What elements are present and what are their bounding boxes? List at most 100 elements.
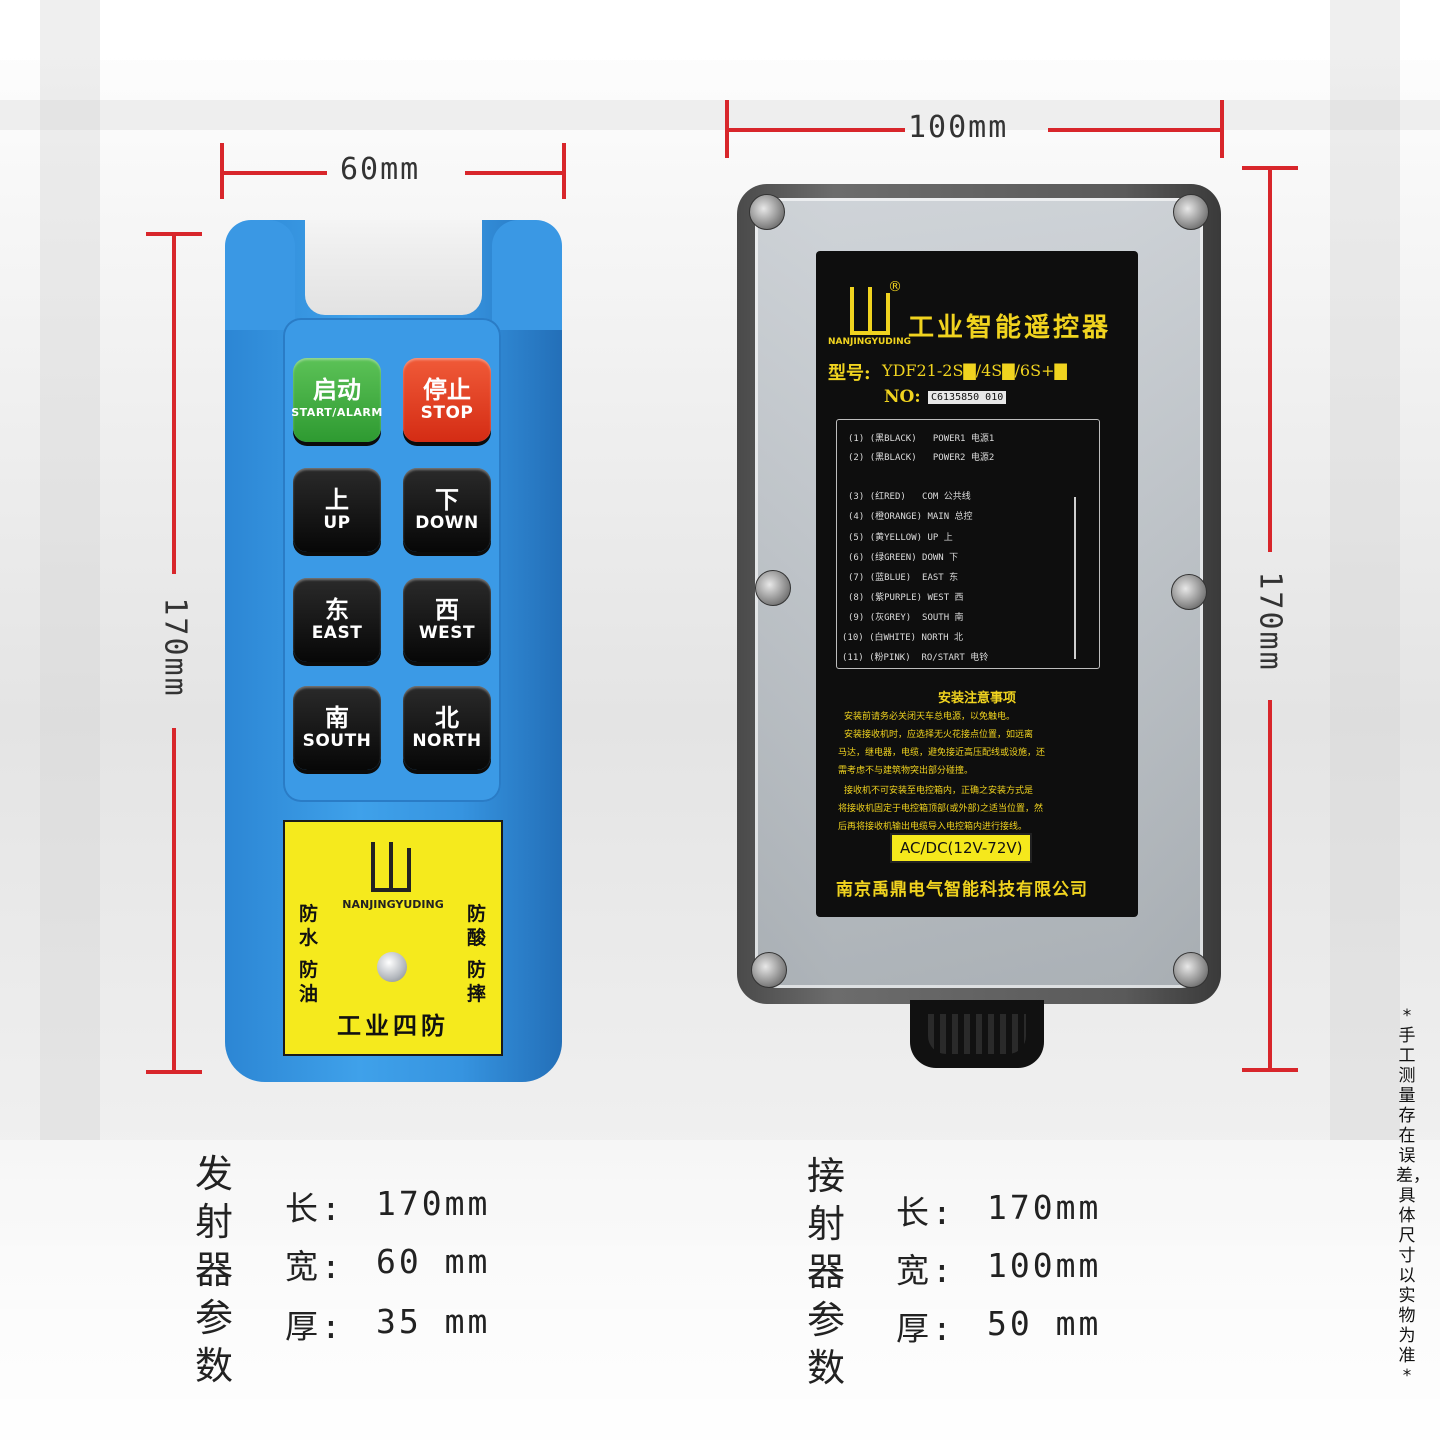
- indicator-led: [377, 952, 407, 982]
- rx-height-tick-bottom: [1242, 1068, 1298, 1072]
- background-band: [0, 0, 1440, 60]
- tx-width-line-right: [465, 171, 565, 175]
- north-button[interactable]: 北 NORTH: [403, 686, 491, 770]
- wiring-row: (5) (黄YELLOW) UP 上: [848, 533, 953, 543]
- tx-height-label: 170mm: [157, 597, 193, 698]
- transmitter-ear-right: [492, 220, 562, 330]
- screw-icon: [1171, 574, 1207, 610]
- background-pillar: [40, 0, 100, 1140]
- button-en-label: NORTH: [412, 731, 482, 751]
- background-pillar: [1330, 0, 1400, 1140]
- tx-height-tick-top: [146, 232, 202, 236]
- wiring-row: (10) (白WHITE) NORTH 北: [842, 633, 963, 643]
- trademark-symbol: ®: [888, 279, 902, 295]
- background-floor: [0, 1140, 1440, 1440]
- notice-line: 接收机不可安装至电控箱内，正确之安装方式是: [844, 786, 1034, 796]
- wiring-row: (7) (蓝BLUE) EAST 东: [848, 573, 959, 583]
- screw-icon: [1173, 952, 1209, 988]
- button-en-label: STOP: [420, 403, 474, 423]
- notice-title: 安装注意事项: [937, 691, 1016, 706]
- company-name: 南京禹鼎电气智能科技有限公司: [836, 880, 1088, 900]
- rx-height-line-bottom: [1268, 700, 1272, 1070]
- rx-spec-thickness-value: 50 mm: [987, 1304, 1102, 1343]
- rx-width-line-right: [1048, 128, 1222, 132]
- tx-height-line-bottom: [172, 728, 176, 1072]
- transmitter-feature-oilproof: 防油: [299, 959, 319, 1005]
- notice-line: 后再将接收机输出电缆导入电控箱内进行接线。: [838, 822, 1028, 832]
- wiring-row: (9) (灰GREY) SOUTH 南: [848, 613, 964, 623]
- button-en-label: EAST: [311, 623, 363, 643]
- button-en-label: UP: [323, 513, 351, 533]
- serial-label: NO:: [884, 387, 921, 407]
- notice-line: 马达，继电器，电缆，避免接近高压配线或设施，还: [838, 748, 1046, 758]
- south-button[interactable]: 南 SOUTH: [293, 686, 381, 770]
- voltage-badge: AC/DC(12V-72V): [890, 833, 1033, 863]
- down-button[interactable]: 下 DOWN: [403, 468, 491, 552]
- button-cn-label: 启动: [313, 376, 361, 404]
- wiring-row: (2) (黑BLACK) POWER2 电源2: [848, 453, 995, 463]
- notice-line: 安装接收机时，应选择无火花接点位置，如远离: [844, 730, 1034, 740]
- measurement-disclaimer: *手工测量存在误差，具体尺寸以实物为准*: [1396, 1006, 1430, 1386]
- rx-width-tick-right: [1220, 100, 1224, 158]
- button-cn-label: 北: [435, 704, 459, 732]
- transmitter-notch: [305, 220, 482, 315]
- button-cn-label: 上: [325, 486, 349, 514]
- transmitter-bottom-text: 工业四防: [337, 1012, 449, 1040]
- receiver-logo-icon: [850, 287, 894, 341]
- tx-spec-width-value: 60 mm: [376, 1242, 491, 1281]
- wiring-row: (1) (黑BLACK) POWER1 电源1: [848, 434, 995, 444]
- rx-spec-width-value: 100mm: [987, 1246, 1102, 1285]
- transmitter-feature-waterproof: 防水: [299, 903, 319, 949]
- button-cn-label: 下: [435, 486, 459, 514]
- wiring-row: (4) (橙ORANGE) MAIN 总控: [848, 512, 973, 522]
- start-alarm-button[interactable]: 启动 START/ALARM: [291, 358, 383, 442]
- model-value: YDF21-2S▇/4S▇/6S+▇: [882, 361, 1067, 380]
- stop-button[interactable]: 停止 STOP: [403, 358, 491, 442]
- rx-width-label: 100mm: [908, 110, 1009, 145]
- rx-spec-thickness-label: 厚:: [896, 1309, 955, 1348]
- notice-line: 安装前请务必关闭天车总电源，以免触电。: [844, 712, 1016, 722]
- rx-width-tick-left: [725, 100, 729, 158]
- button-en-label: DOWN: [415, 513, 479, 533]
- transmitter: 启动 START/ALARM 停止 STOP 上 UP 下 DOWN 东 EAS…: [225, 220, 562, 1082]
- west-button[interactable]: 西 WEST: [403, 578, 491, 662]
- transmitter-ear-left: [225, 220, 295, 330]
- screw-icon: [1173, 194, 1209, 230]
- wiring-row: (6) (绿GREEN) DOWN 下: [848, 553, 959, 563]
- tx-spec-title: 发射器参数: [194, 1152, 233, 1388]
- tx-width-label: 60mm: [340, 152, 421, 187]
- screw-icon: [749, 194, 785, 230]
- receiver: ® NANJINGYUDING 工业智能遥控器 型号: YDF21-2S▇/4S…: [737, 184, 1221, 1004]
- screw-icon: [755, 570, 791, 606]
- cable-gland: [910, 1000, 1044, 1068]
- wiring-row: (11) (粉PINK) RO/START 电铃: [842, 653, 989, 663]
- button-en-label: SOUTH: [302, 731, 372, 751]
- serial-value: C6135850 010: [928, 391, 1007, 404]
- tx-spec-width-label: 宽:: [285, 1247, 344, 1286]
- tx-spec-length-label: 长:: [285, 1189, 344, 1228]
- up-button[interactable]: 上 UP: [293, 468, 381, 552]
- screw-icon: [751, 952, 787, 988]
- tx-width-tick-right: [562, 143, 566, 199]
- wiring-row: (8) (紫PURPLE) WEST 西: [848, 593, 964, 603]
- transmitter-feature-dropproof: 防摔: [467, 959, 487, 1005]
- button-cn-label: 东: [325, 596, 349, 624]
- notice-line: 需考虑不与建筑物突出部分碰撞。: [838, 766, 974, 776]
- rx-width-line-left: [727, 128, 905, 132]
- button-cn-label: 西: [435, 596, 459, 624]
- rx-height-line-top: [1268, 168, 1272, 552]
- receiver-brand-text: NANJINGYUDING: [828, 337, 912, 347]
- background-band: [0, 100, 1440, 130]
- model-label: 型号:: [828, 363, 871, 384]
- tx-height-tick-bottom: [146, 1070, 202, 1074]
- transmitter-feature-acidproof: 防酸: [467, 903, 487, 949]
- wiring-rail-icon: [1074, 497, 1076, 659]
- east-button[interactable]: 东 EAST: [293, 578, 381, 662]
- rx-spec-length-label: 长:: [896, 1193, 955, 1232]
- rx-spec-length-value: 170mm: [987, 1188, 1102, 1227]
- tx-spec-thickness-label: 厚:: [285, 1307, 344, 1346]
- rx-spec-title: 接射器参数: [806, 1154, 845, 1390]
- rx-height-tick-top: [1242, 166, 1298, 170]
- button-en-label: START/ALARM: [291, 406, 383, 419]
- button-cn-label: 停止: [423, 376, 471, 404]
